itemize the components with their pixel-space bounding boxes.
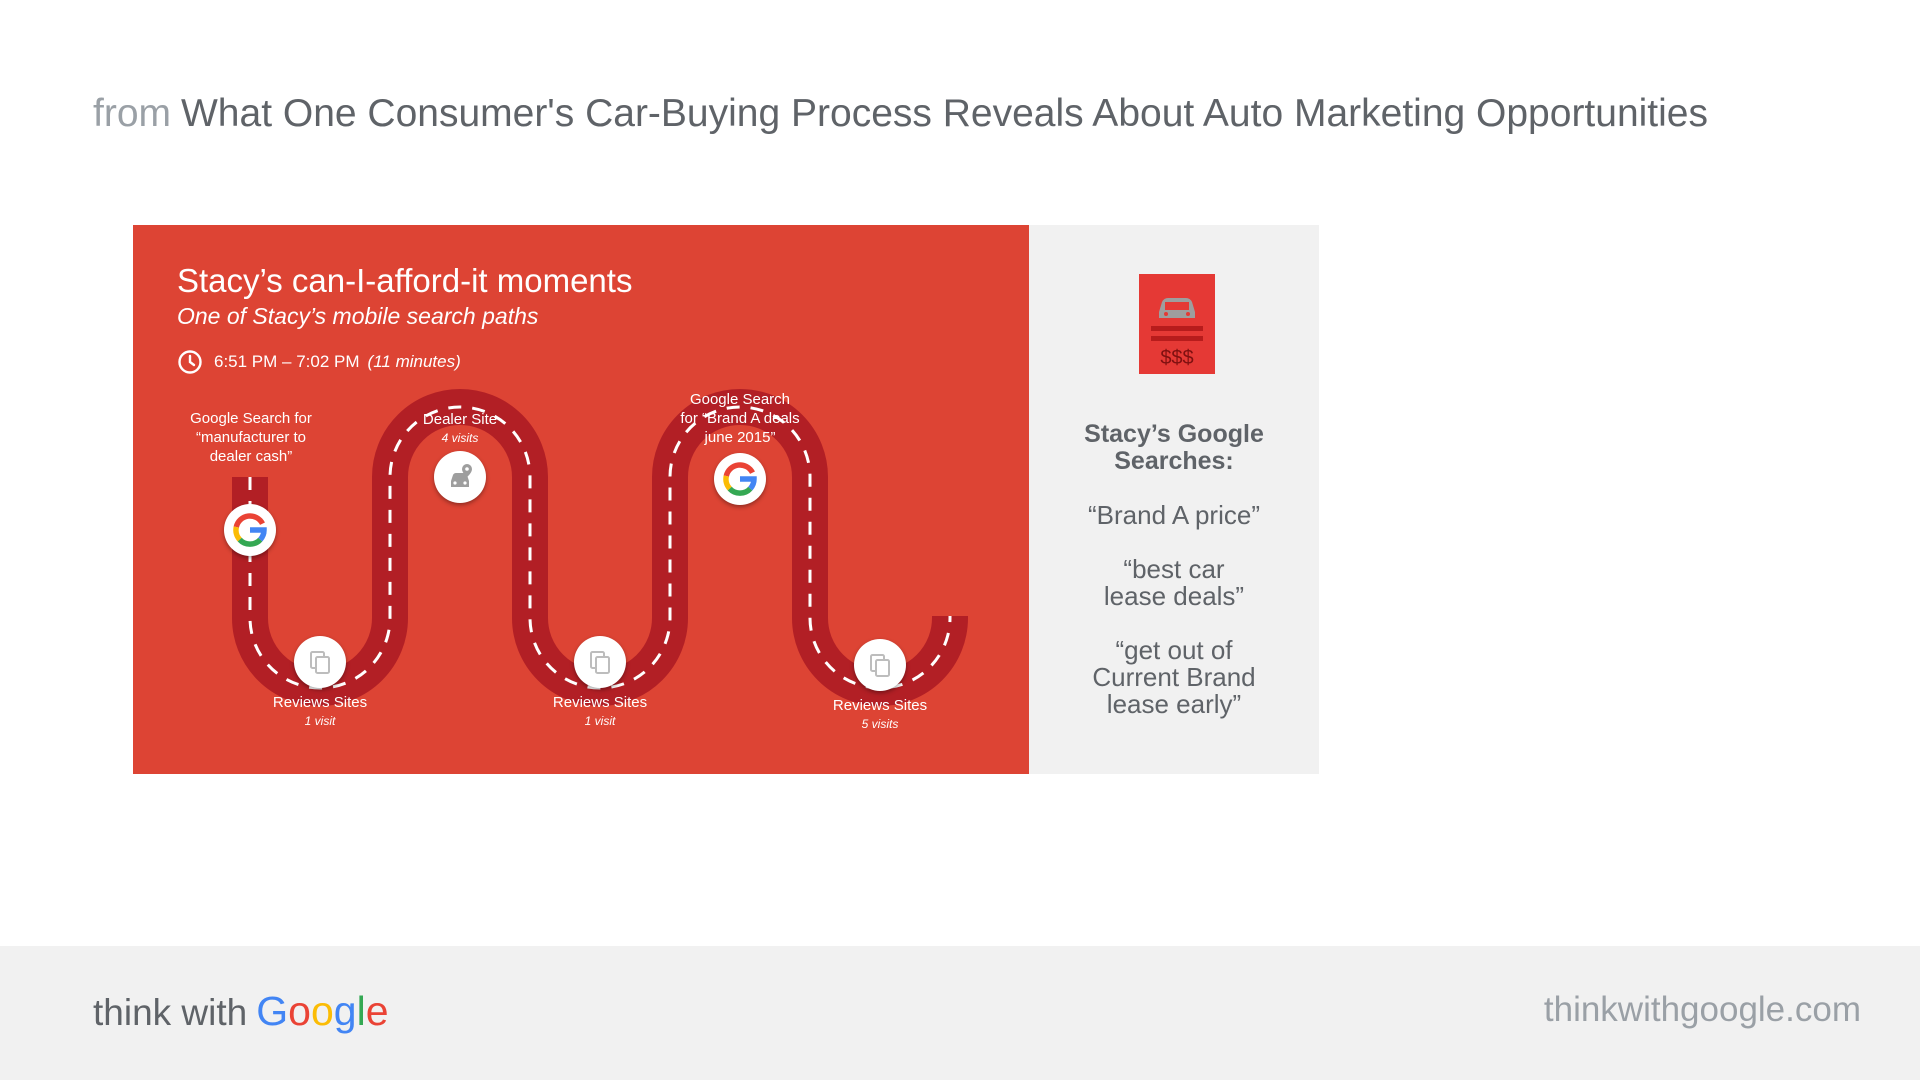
logo-prefix: think with: [93, 992, 248, 1033]
stop-visits: 5 visits: [861, 717, 899, 731]
stop-label-line: Reviews Sites: [552, 694, 648, 711]
clock-icon: [178, 350, 202, 374]
google-g-icon: [723, 462, 757, 496]
searches-panel: $$$ Stacy’s Google Searches: “Brand A pr…: [1029, 225, 1319, 774]
stop-label-line: Reviews Sites: [832, 697, 928, 714]
logo-letter: g: [333, 988, 357, 1034]
stop-node-5: [714, 453, 766, 505]
stop-label-3: Dealer Site 4 visits: [423, 410, 497, 447]
stop-label-4: Reviews Sites 1 visit: [553, 693, 647, 730]
header-from-label: from: [93, 92, 171, 135]
stop-label-line: Google Search for: [190, 410, 312, 427]
car-price-document-icon: $$$: [1139, 274, 1215, 374]
stop-label-line: for “Brand A deals: [680, 410, 800, 427]
searches-title: Stacy’s Google Searches:: [1084, 420, 1264, 475]
logo-letter: l: [356, 988, 366, 1034]
stop-label-line: “manufacturer to: [195, 429, 307, 446]
time-range: 6:51 PM – 7:02 PM (11 minutes): [177, 349, 461, 375]
stop-node-4: [574, 636, 626, 688]
search-query-3: “get out of Current Brand lease early”: [1092, 635, 1256, 719]
stop-node-2: [294, 636, 346, 688]
stop-label-line: Reviews Sites: [272, 694, 368, 711]
search-query-2: “best car lease deals”: [1103, 554, 1245, 611]
copy-icon: [870, 654, 890, 677]
logo-letter: o: [310, 988, 334, 1034]
google-g-icon: [233, 513, 267, 547]
price-symbol-text: $$$: [1160, 347, 1193, 369]
stop-label-line: dealer cash”: [209, 448, 293, 465]
stop-label-2: Reviews Sites 1 visit: [273, 693, 367, 730]
stop-label-6: Reviews Sites 5 visits: [833, 696, 927, 733]
stop-node-6: [854, 639, 906, 691]
logo-letter: e: [365, 988, 389, 1034]
logo-letter: G: [256, 988, 289, 1034]
stop-node-1: [224, 504, 276, 556]
site-link[interactable]: thinkwithgoogle.com: [1543, 990, 1861, 1029]
road-path: [232, 389, 968, 706]
duration-text: (11 minutes): [367, 352, 461, 371]
copy-icon: [310, 651, 330, 674]
logo-letter: o: [288, 988, 311, 1034]
stop-label-line: Google Search: [689, 391, 791, 408]
stop-visits: 1 visit: [584, 714, 616, 728]
stop-node-3: [434, 451, 486, 503]
card-subtitle: One of Stacy’s mobile search paths: [177, 303, 539, 329]
time-range-text: 6:51 PM – 7:02 PM: [214, 352, 360, 371]
stop-label-line: Dealer Site: [422, 411, 498, 428]
card-title: Stacy’s can-I-afford-it moments: [177, 262, 633, 299]
page-title: What One Consumer's Car-Buying Process R…: [181, 92, 1708, 135]
stop-visits: 1 visit: [304, 714, 336, 728]
copy-icon: [590, 651, 610, 674]
logo-brand: Google: [256, 988, 388, 1034]
stop-label-line: june 2015”: [704, 429, 776, 446]
stop-visits: 4 visits: [441, 431, 479, 445]
search-query-1: “Brand A price”: [1088, 500, 1260, 530]
car-pin-icon: [451, 464, 472, 487]
stop-label-5: Google Search for “Brand A deals june 20…: [680, 390, 799, 447]
stop-label-1: Google Search for “manufacturer to deale…: [190, 409, 312, 466]
search-path-card: Stacy’s can-I-afford-it moments One of S…: [133, 225, 1029, 774]
